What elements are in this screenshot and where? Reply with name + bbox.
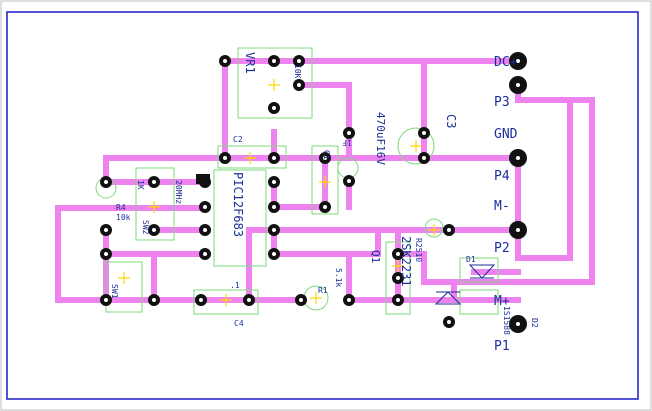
label-d1: D1 (466, 255, 476, 264)
board-outline (6, 11, 639, 400)
label-c4: C4 (234, 319, 244, 328)
label-m-plus: M+ (494, 294, 510, 309)
center-markers (118, 79, 440, 306)
diode-d3 (434, 291, 462, 305)
label-c4-value: .1 (230, 281, 240, 290)
label-r4: R4 (116, 203, 126, 212)
label-d2: D2 (530, 318, 539, 328)
label-r2: R2510 (414, 238, 423, 262)
label-q1-part: 2SK2231 (399, 236, 413, 287)
label-c1-value: 1F (342, 138, 352, 147)
label-c3-value: 470uF16V (374, 112, 387, 165)
label-sw1: SW1 (110, 284, 119, 299)
label-q1: Q1 (369, 250, 382, 263)
label-p3: P3 (494, 95, 510, 110)
label-r1: R1 (318, 286, 328, 295)
pads (100, 52, 527, 333)
label-c3: C3 (444, 114, 458, 128)
label-r1-value: 5.1k (334, 268, 343, 287)
traces (55, 58, 595, 303)
label-d3: 1S1588 (502, 306, 511, 335)
label-dc-plus: DC+ (494, 55, 518, 70)
label-xtal: 20MHz (174, 180, 183, 204)
label-m-minus: M- (494, 199, 510, 214)
label-vr1-value: 10K (293, 64, 302, 79)
label-c2: C2 (233, 135, 243, 144)
label-vr1: VR1 (243, 52, 257, 74)
label-p4: P4 (494, 169, 510, 184)
label-c1: C1 (322, 150, 331, 160)
diode-d1 (468, 264, 496, 279)
label-p5: 1K (136, 180, 145, 190)
label-p1: P1 (494, 339, 510, 354)
label-p2: P2 (494, 241, 510, 256)
label-sw2: SW2 (141, 220, 150, 235)
label-gnd: GND (494, 127, 518, 142)
label-ic: PIC12F683 (231, 172, 245, 237)
label-r4-value: 10k (116, 213, 131, 222)
